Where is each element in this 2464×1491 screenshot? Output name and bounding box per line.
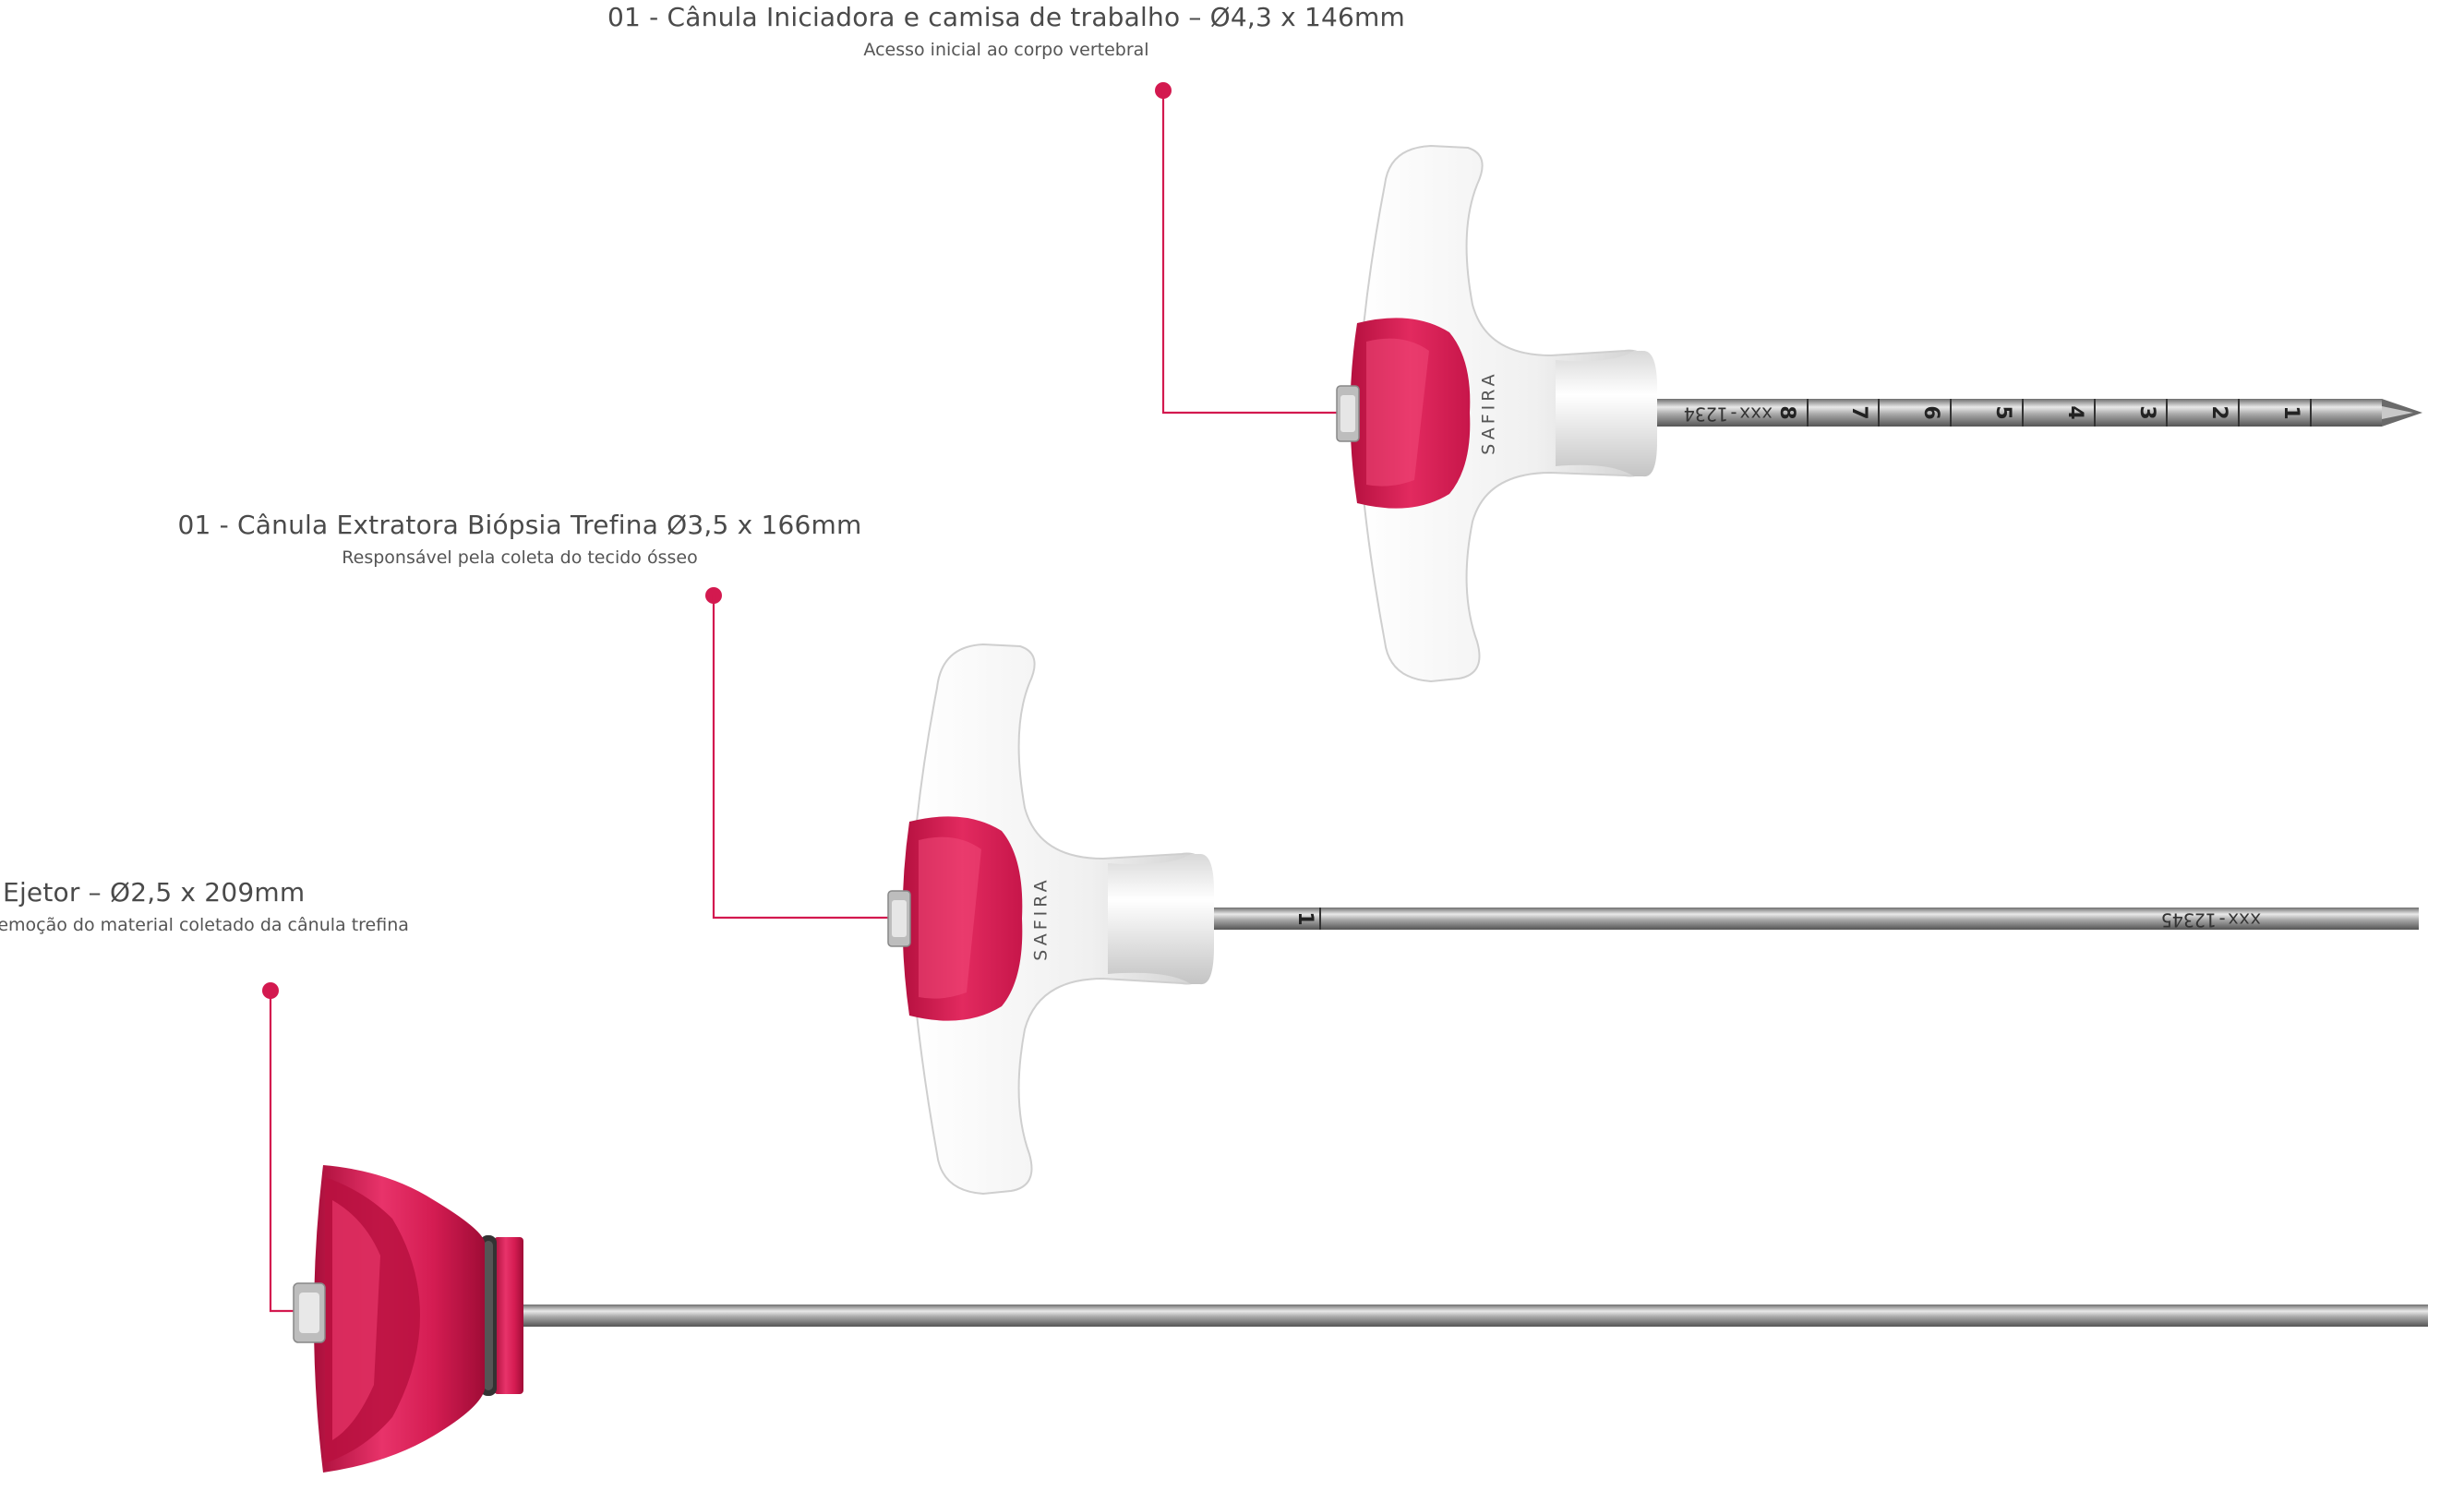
instrument-1-canula-iniciadora: 8 7 6 5 4 3 2 1 xxx-1234 SAFIRA bbox=[1336, 144, 2422, 683]
scale-mark-2: 2 bbox=[2207, 405, 2230, 419]
leader-line-2 bbox=[705, 587, 888, 920]
instrument-1-label: 01 - Cânula Iniciadora e camisa de traba… bbox=[607, 2, 1405, 60]
serial-number-2: xxx-12345 bbox=[2161, 909, 2261, 932]
scale-mark-2-1: 1 bbox=[1293, 911, 1316, 925]
instrument-2-label: 01 - Cânula Extratora Biópsia Trefina Ø3… bbox=[178, 510, 862, 568]
scale-mark-7: 7 bbox=[1847, 405, 1870, 419]
instrument-2-subtitle: Responsável pela coleta do tecido ósseo bbox=[342, 547, 698, 568]
instrument-2-canula-extratora: xxx-12345 1 SAFIRA bbox=[887, 643, 2419, 1196]
brand-safira-1: SAFIRA bbox=[1479, 370, 1499, 454]
serial-number-1: xxx-1234 bbox=[1684, 403, 1773, 426]
instrument-1-subtitle: Acesso inicial ao corpo vertebral bbox=[863, 40, 1149, 60]
scale-mark-6: 6 bbox=[1919, 405, 1942, 419]
scale-mark-4: 4 bbox=[2063, 405, 2086, 419]
scale-mark-8: 8 bbox=[1775, 405, 1798, 419]
scale-mark-5: 5 bbox=[1991, 405, 2014, 419]
instrument-3-pino-ejetor bbox=[293, 1165, 2428, 1473]
instrument-1-title: 01 - Cânula Iniciadora e camisa de traba… bbox=[607, 2, 1406, 32]
instrument-3-title: 01 - Pino Ejetor – Ø2,5 x 209mm bbox=[0, 877, 306, 908]
scale-mark-3: 3 bbox=[2135, 405, 2158, 419]
scale-mark-1: 1 bbox=[2279, 405, 2302, 419]
instrument-2-title: 01 - Cânula Extratora Biópsia Trefina Ø3… bbox=[177, 510, 862, 540]
leader-line-3 bbox=[262, 982, 295, 1313]
brand-safira-2: SAFIRA bbox=[1031, 876, 1052, 960]
leader-line-1 bbox=[1155, 82, 1337, 415]
